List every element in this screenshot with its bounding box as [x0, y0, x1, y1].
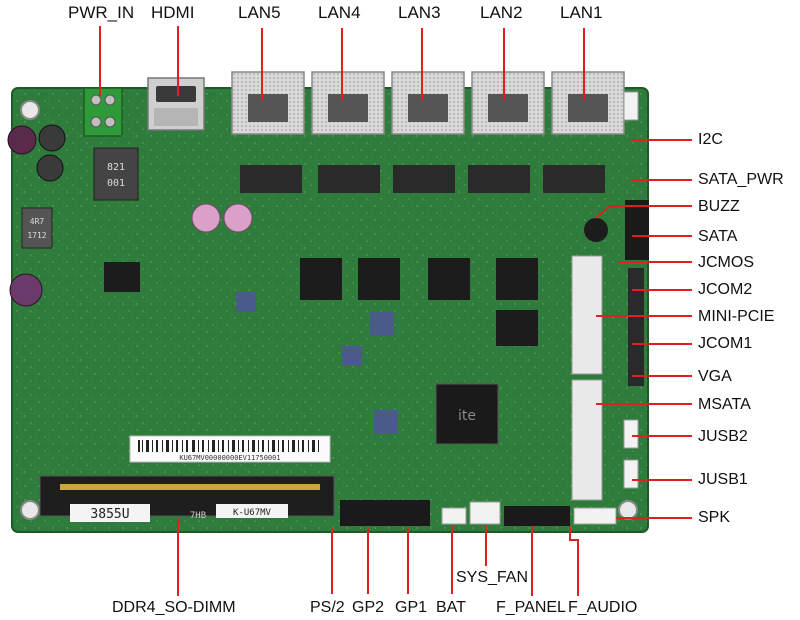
lan-magnetics: [240, 165, 605, 193]
label-sata-pwr: SATA_PWR: [698, 171, 784, 188]
label-i2c: I2C: [698, 131, 723, 148]
label-lan3: LAN3: [398, 3, 441, 22]
label-buzz: BUZZ: [698, 198, 740, 215]
lan1-port: [551, 71, 625, 135]
label-lan1: LAN1: [560, 3, 603, 22]
label-lan4: LAN4: [318, 3, 361, 22]
leader-lines: [99, 26, 692, 596]
lan2-port: [471, 71, 545, 135]
mount-hole-br: [618, 500, 638, 520]
barcode-text: KU67MV00000000EV11750001: [179, 454, 280, 462]
bottom-headers: [340, 500, 617, 526]
label-bat: BAT: [436, 599, 466, 616]
label-7hb: 7HB: [190, 511, 206, 521]
inductor-821-text: 821: [107, 162, 125, 173]
inductor-4r7-text: 4R7: [30, 217, 45, 226]
barcode-sticker: KU67MV00000000EV11750001: [129, 435, 331, 463]
label-vga: VGA: [698, 368, 732, 385]
label-sata: SATA: [698, 228, 738, 245]
lan3-port: [391, 71, 465, 135]
right-headers: [584, 91, 649, 489]
label-lan2: LAN2: [480, 3, 523, 22]
label-f-audio: F_AUDIO: [568, 599, 638, 616]
lan4-port: [311, 71, 385, 135]
label-ps2: PS/2: [310, 599, 345, 616]
ite-chip: ite: [435, 383, 499, 445]
label-pwr-in: PWR_IN: [68, 3, 135, 22]
label-msata: MSATA: [698, 396, 751, 413]
capacitors: [7, 124, 253, 307]
mount-hole-bl: [20, 500, 40, 520]
inductor-001-text: 001: [107, 178, 125, 189]
label-jcom2: JCOM2: [698, 281, 753, 298]
label-f-panel: F_PANEL: [496, 599, 566, 616]
inductors: 821 001 4R7 1712: [21, 147, 139, 249]
label-mini-pcie: MINI-PCIE: [698, 308, 775, 325]
label-hdmi: HDMI: [151, 3, 195, 22]
label-jusb1: JUSB1: [698, 471, 748, 488]
pwr-in-connector: [83, 87, 123, 137]
label-gp2: GP2: [352, 599, 385, 616]
label-jcom1: JCOM1: [698, 335, 753, 352]
label-jusb2: JUSB2: [698, 428, 748, 445]
label-ddr4-so-dimm: DDR4_SO-DIMM: [112, 599, 236, 616]
hdmi-port: [147, 77, 205, 131]
chips: [104, 258, 538, 434]
label-model: K-U67MV: [233, 508, 272, 518]
lan-ports: [231, 71, 625, 135]
label-jcmos: JCMOS: [698, 254, 754, 271]
label-lan5: LAN5: [238, 3, 281, 22]
lan5-port: [231, 71, 305, 135]
label-3855u: 3855U: [90, 507, 129, 522]
ddr4-so-dimm-slot: 3855U 7HB K-U67MV: [39, 475, 335, 522]
inductor-1712-text: 1712: [27, 231, 46, 240]
label-sys-fan: SYS_FAN: [456, 569, 529, 586]
ite-chip-text: ite: [458, 408, 476, 424]
mount-hole-tl: [20, 100, 40, 120]
label-gp1: GP1: [395, 599, 428, 616]
label-spk: SPK: [698, 509, 731, 526]
